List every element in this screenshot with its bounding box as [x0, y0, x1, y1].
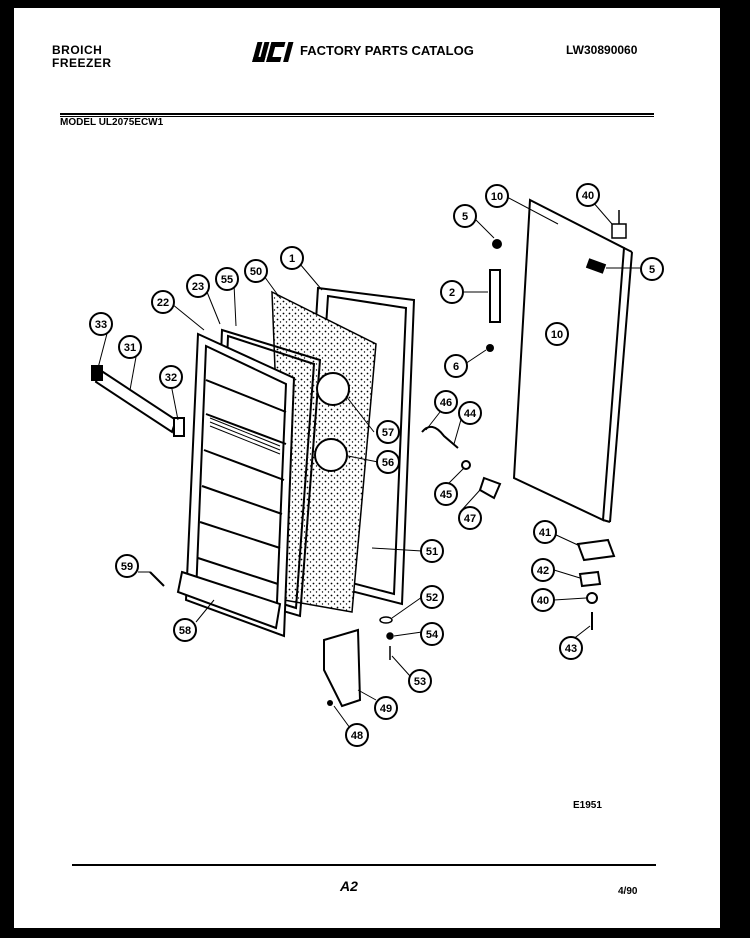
- callout-40-lower: 40: [531, 588, 555, 612]
- svg-text:58: 58: [179, 625, 191, 637]
- catalog-title: FACTORY PARTS CATALOG: [300, 43, 474, 58]
- callout-bubbles: 10 40 5 5 2 6 10 1 50 55 23 22 33 31 32 …: [89, 183, 664, 747]
- svg-text:33: 33: [95, 319, 107, 331]
- svg-text:2: 2: [449, 287, 455, 299]
- callout-55: 55: [215, 267, 239, 291]
- revision-date: 4/90: [618, 886, 638, 897]
- screw-part-6-top: [492, 239, 502, 249]
- svg-text:42: 42: [537, 565, 549, 577]
- page-number: A2: [340, 878, 358, 894]
- footer-rule: [72, 864, 656, 866]
- svg-text:32: 32: [165, 372, 177, 384]
- bottom-trim: [176, 570, 282, 630]
- svg-text:48: 48: [351, 730, 363, 742]
- callout-53: 53: [408, 669, 432, 693]
- svg-text:44: 44: [464, 408, 477, 420]
- callout-45: 45: [434, 482, 458, 506]
- brand-block: BROICH FREEZER: [52, 44, 112, 70]
- hinge-pin-assembly: [421, 425, 502, 500]
- svg-text:5: 5: [649, 264, 655, 276]
- callout-54: 54: [420, 622, 444, 646]
- callout-2: 2: [440, 280, 464, 304]
- callout-40-top: 40: [576, 183, 600, 207]
- callout-23: 23: [186, 274, 210, 298]
- svg-text:22: 22: [157, 297, 169, 309]
- svg-text:23: 23: [192, 281, 204, 293]
- callout-52: 52: [420, 585, 444, 609]
- callout-51: 51: [420, 539, 444, 563]
- svg-text:50: 50: [250, 266, 262, 278]
- svg-text:52: 52: [426, 592, 438, 604]
- screw-part-6-bottom: [486, 344, 494, 352]
- callout-5-left: 5: [453, 204, 477, 228]
- svg-text:57: 57: [382, 427, 394, 439]
- callout-57: 57: [376, 420, 400, 444]
- svg-text:40: 40: [582, 190, 594, 202]
- callout-31: 31: [118, 335, 142, 359]
- svg-text:54: 54: [426, 629, 439, 641]
- wci-logo: [252, 42, 294, 62]
- callout-22: 22: [151, 290, 175, 314]
- svg-text:43: 43: [565, 643, 577, 655]
- callout-48: 48: [345, 723, 369, 747]
- callout-5-right: 5: [640, 257, 664, 281]
- top-hinge-pin: [611, 210, 627, 239]
- shelf-bar: [91, 365, 185, 437]
- svg-text:46: 46: [440, 397, 452, 409]
- callout-47: 47: [458, 506, 482, 530]
- svg-text:31: 31: [124, 342, 136, 354]
- svg-text:59: 59: [121, 561, 133, 573]
- callout-56: 56: [376, 450, 400, 474]
- callout-50: 50: [244, 259, 268, 283]
- screw-part-48: [327, 700, 333, 706]
- product-type: FREEZER: [52, 56, 112, 70]
- svg-text:10: 10: [491, 191, 503, 203]
- callout-33: 33: [89, 312, 113, 336]
- callout-43: 43: [559, 636, 583, 660]
- detail-circle-57: [316, 372, 350, 406]
- callout-10-panel: 10: [545, 322, 569, 346]
- outer-door-panel: [512, 198, 633, 523]
- callout-59: 59: [115, 554, 139, 578]
- kick-plate: [323, 628, 362, 708]
- model-number: MODEL UL2075ECW1: [60, 117, 164, 128]
- svg-text:53: 53: [414, 676, 426, 688]
- svg-text:5: 5: [462, 211, 468, 223]
- svg-text:51: 51: [426, 546, 438, 558]
- header-rule-bottom: [60, 116, 654, 117]
- door-handle: [489, 269, 501, 323]
- callout-46: 46: [434, 390, 458, 414]
- callout-44: 44: [458, 401, 482, 425]
- callout-58: 58: [173, 618, 197, 642]
- header-rule-top: [60, 113, 654, 115]
- callout-6: 6: [444, 354, 468, 378]
- callout-49: 49: [374, 696, 398, 720]
- svg-text:40: 40: [537, 595, 549, 607]
- svg-text:49: 49: [380, 703, 392, 715]
- callout-32: 32: [159, 365, 183, 389]
- callout-10-top: 10: [485, 184, 509, 208]
- svg-text:10: 10: [551, 329, 563, 341]
- callout-42: 42: [531, 558, 555, 582]
- callout-1: 1: [280, 246, 304, 270]
- detail-circle-56: [314, 438, 348, 472]
- svg-text:56: 56: [382, 457, 394, 469]
- svg-text:1: 1: [289, 253, 295, 265]
- svg-text:55: 55: [221, 274, 233, 286]
- small-fasteners: [379, 616, 394, 660]
- lower-hinge-bracket: [576, 538, 616, 630]
- svg-text:6: 6: [453, 361, 459, 373]
- svg-text:47: 47: [464, 513, 476, 525]
- brand-name: BROICH: [52, 43, 103, 57]
- diagram-code: E1951: [573, 800, 602, 811]
- svg-text:45: 45: [440, 489, 452, 501]
- screw-part-59: [149, 571, 165, 587]
- part-number: LW30890060: [566, 43, 638, 57]
- callout-41: 41: [533, 520, 557, 544]
- svg-text:41: 41: [539, 527, 551, 539]
